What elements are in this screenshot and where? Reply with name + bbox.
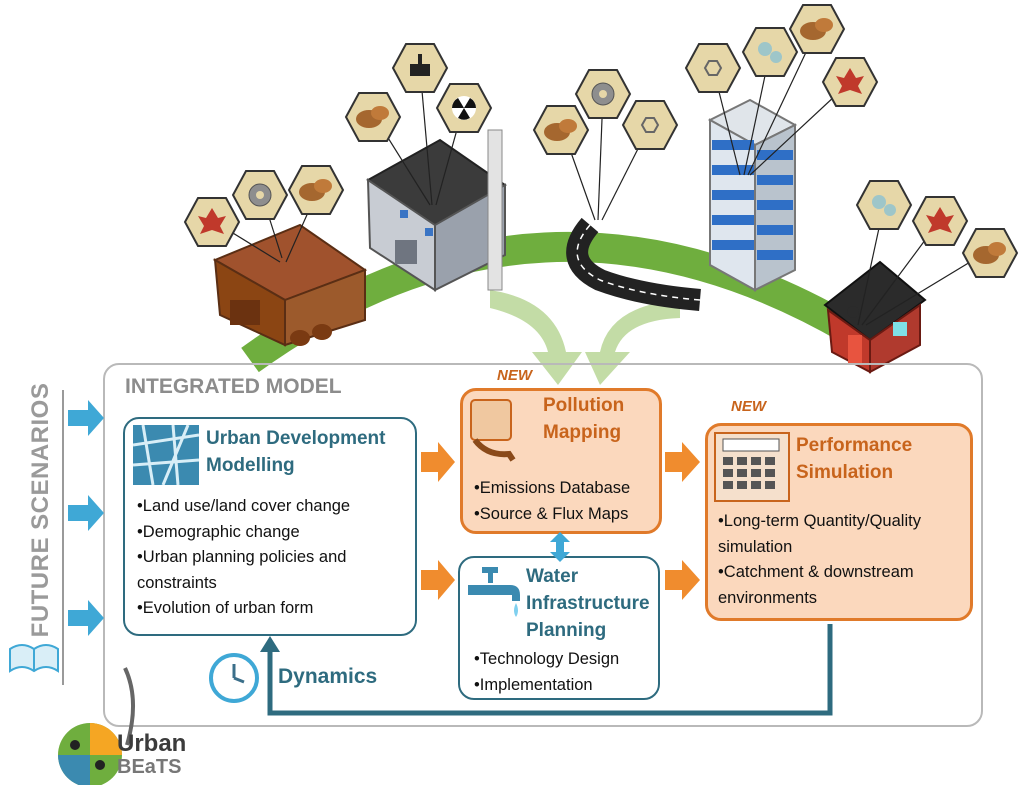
logo-text-urban: Urban [117,730,187,757]
water-bullet-list: •Technology Design •Implementation [474,647,619,698]
leaf-icon [911,196,969,246]
rocks-icon [287,165,345,215]
rocks-icon [532,105,590,155]
udm-bullet-list: •Land use/land cover change •Demographic… [137,494,350,622]
gear-icon [574,69,632,119]
water-bullet: •Implementation [474,675,593,694]
bubbles-icon [855,180,913,230]
performance-title: Performance Simulation [796,435,913,483]
pollution-bullet: •Source & Flux Maps [474,504,629,523]
arrow-water-to-performance [665,560,700,600]
calculator-icon [714,432,790,502]
molecule-icon [684,43,742,93]
pollution-title: Pollution Mapping [543,395,625,443]
rocks-icon [344,92,402,142]
pour-can-icon [470,399,516,462]
udm-bullet: •Land use/land cover change [137,497,351,515]
factory-building [366,129,507,292]
udm-bullet-continuation: constraints [137,573,217,592]
oil-hand-icon [391,43,449,93]
scenario-arrow-2 [68,495,104,531]
udm-bullet: •Urban planning policies and [137,548,347,566]
skyscraper-building [707,98,798,292]
logo-graphic [58,667,136,787]
arrow-pollution-water-exchange [550,532,570,562]
performance-bullet: •Long-term Quantity/Quality [718,512,921,530]
barn-building [212,223,368,347]
hex-icons [183,4,1019,278]
performance-bullet-continuation: environments [718,588,818,607]
dynamics-feedback-loop [267,624,833,716]
faucet-icon [468,567,520,617]
pollution-bullet-list: •Emissions Database •Source & Flux Maps [474,476,630,527]
molecule-icon [621,100,679,150]
pollution-bullet: •Emissions Database [474,479,631,497]
city-map-icon [133,425,199,485]
water-bullet: •Technology Design [474,650,620,668]
integrated-model-title: INTEGRATED MODEL [125,375,342,398]
house-building [823,260,927,374]
scenario-arrow-3 [68,600,104,636]
urbanbeats-logo: Urban BEaTS [45,660,195,787]
performance-bullet-list: •Long-term Quantity/Quality simulation •… [718,509,921,611]
leaf-icon [183,197,241,247]
performance-bullet: •Catchment & downstream [718,563,914,581]
radiation-icon [435,83,493,133]
udm-bullet: •Demographic change [137,522,300,541]
udm-bullet: •Evolution of urban form [137,599,314,617]
logo-text-beats: BEaTS [117,756,182,778]
leaf-icon [821,57,879,107]
future-scenarios-arrows [62,390,104,685]
rocks-icon [961,228,1019,278]
dynamics-label: Dynamics [278,665,378,688]
bubbles-icon [741,27,799,77]
udm-title: Urban Development Modelling [206,428,386,476]
integrated-model-frame [103,363,983,727]
rocks-icon [788,4,846,54]
arrow-udm-to-pollution [421,442,455,482]
scenario-arrow-1 [68,400,104,436]
clock-icon [209,653,259,703]
gear-icon [231,170,289,220]
performance-new-tag: NEW [731,398,766,415]
pollution-new-tag: NEW [497,367,532,384]
book-icon [9,644,59,673]
arrow-udm-to-water [421,560,455,600]
performance-bullet-continuation: simulation [718,537,793,556]
water-title: Water Infrastructure Planning [526,566,650,641]
arrow-pollution-to-performance [665,442,700,482]
